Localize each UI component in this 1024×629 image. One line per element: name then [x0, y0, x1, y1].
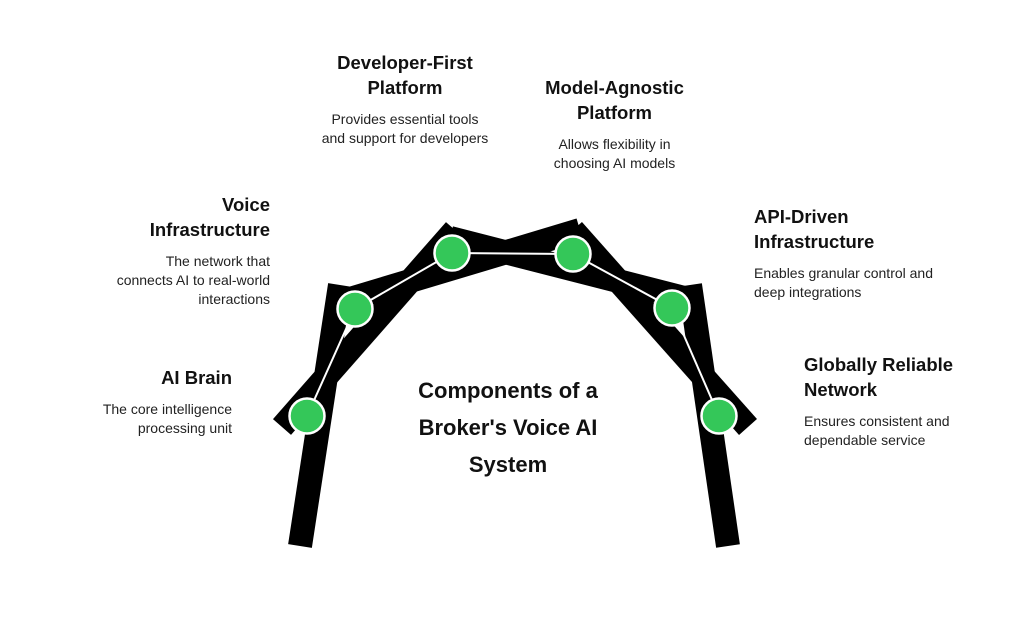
node-ai-brain — [288, 397, 326, 435]
component-description: Allows flexibility in choosing AI models — [553, 136, 676, 171]
connector — [451, 252, 574, 255]
component-description: Ensures consistent and dependable servic… — [804, 413, 950, 448]
node-developer-first-platform — [433, 234, 471, 272]
node-voice-infrastructure — [336, 290, 374, 328]
component-title: Globally Reliable Network — [804, 354, 954, 400]
component-title: Developer-First Platform — [337, 52, 473, 98]
component-description: The network that connects AI to real-wor… — [116, 253, 270, 307]
center-title: Components of a Broker's Voice AI System — [418, 378, 598, 477]
component-title: API-Driven Infrastructure — [754, 206, 875, 252]
connector — [306, 308, 356, 417]
component-model-agnostic-platform: Model-Agnostic Platform Allows flexibili… — [532, 75, 697, 173]
component-globally-reliable-network: Globally Reliable Network Ensures consis… — [804, 352, 984, 450]
component-ai-brain: AI Brain The core intelligence processin… — [60, 365, 232, 438]
component-voice-infrastructure: Voice Infrastructure The network that co… — [110, 192, 270, 309]
beam-left-diagonal — [272, 222, 465, 435]
component-title: Voice Infrastructure — [149, 194, 270, 240]
component-api-driven-infrastructure: API-Driven Infrastructure Enables granul… — [754, 204, 934, 302]
component-description: The core intelligence processing unit — [102, 401, 232, 436]
component-title: AI Brain — [161, 367, 232, 388]
component-developer-first-platform: Developer-First Platform Provides essent… — [315, 50, 495, 148]
component-description: Provides essential tools and support for… — [321, 111, 489, 146]
component-title: Model-Agnostic Platform — [545, 77, 684, 123]
connector — [671, 307, 720, 417]
node-model-agnostic-platform — [554, 235, 592, 273]
node-globally-reliable-network — [700, 397, 738, 435]
node-api-driven-infrastructure — [653, 289, 691, 327]
connector — [572, 253, 673, 309]
beam-right-diagonal — [564, 222, 757, 435]
component-description: Enables granular control and deep integr… — [754, 265, 934, 300]
